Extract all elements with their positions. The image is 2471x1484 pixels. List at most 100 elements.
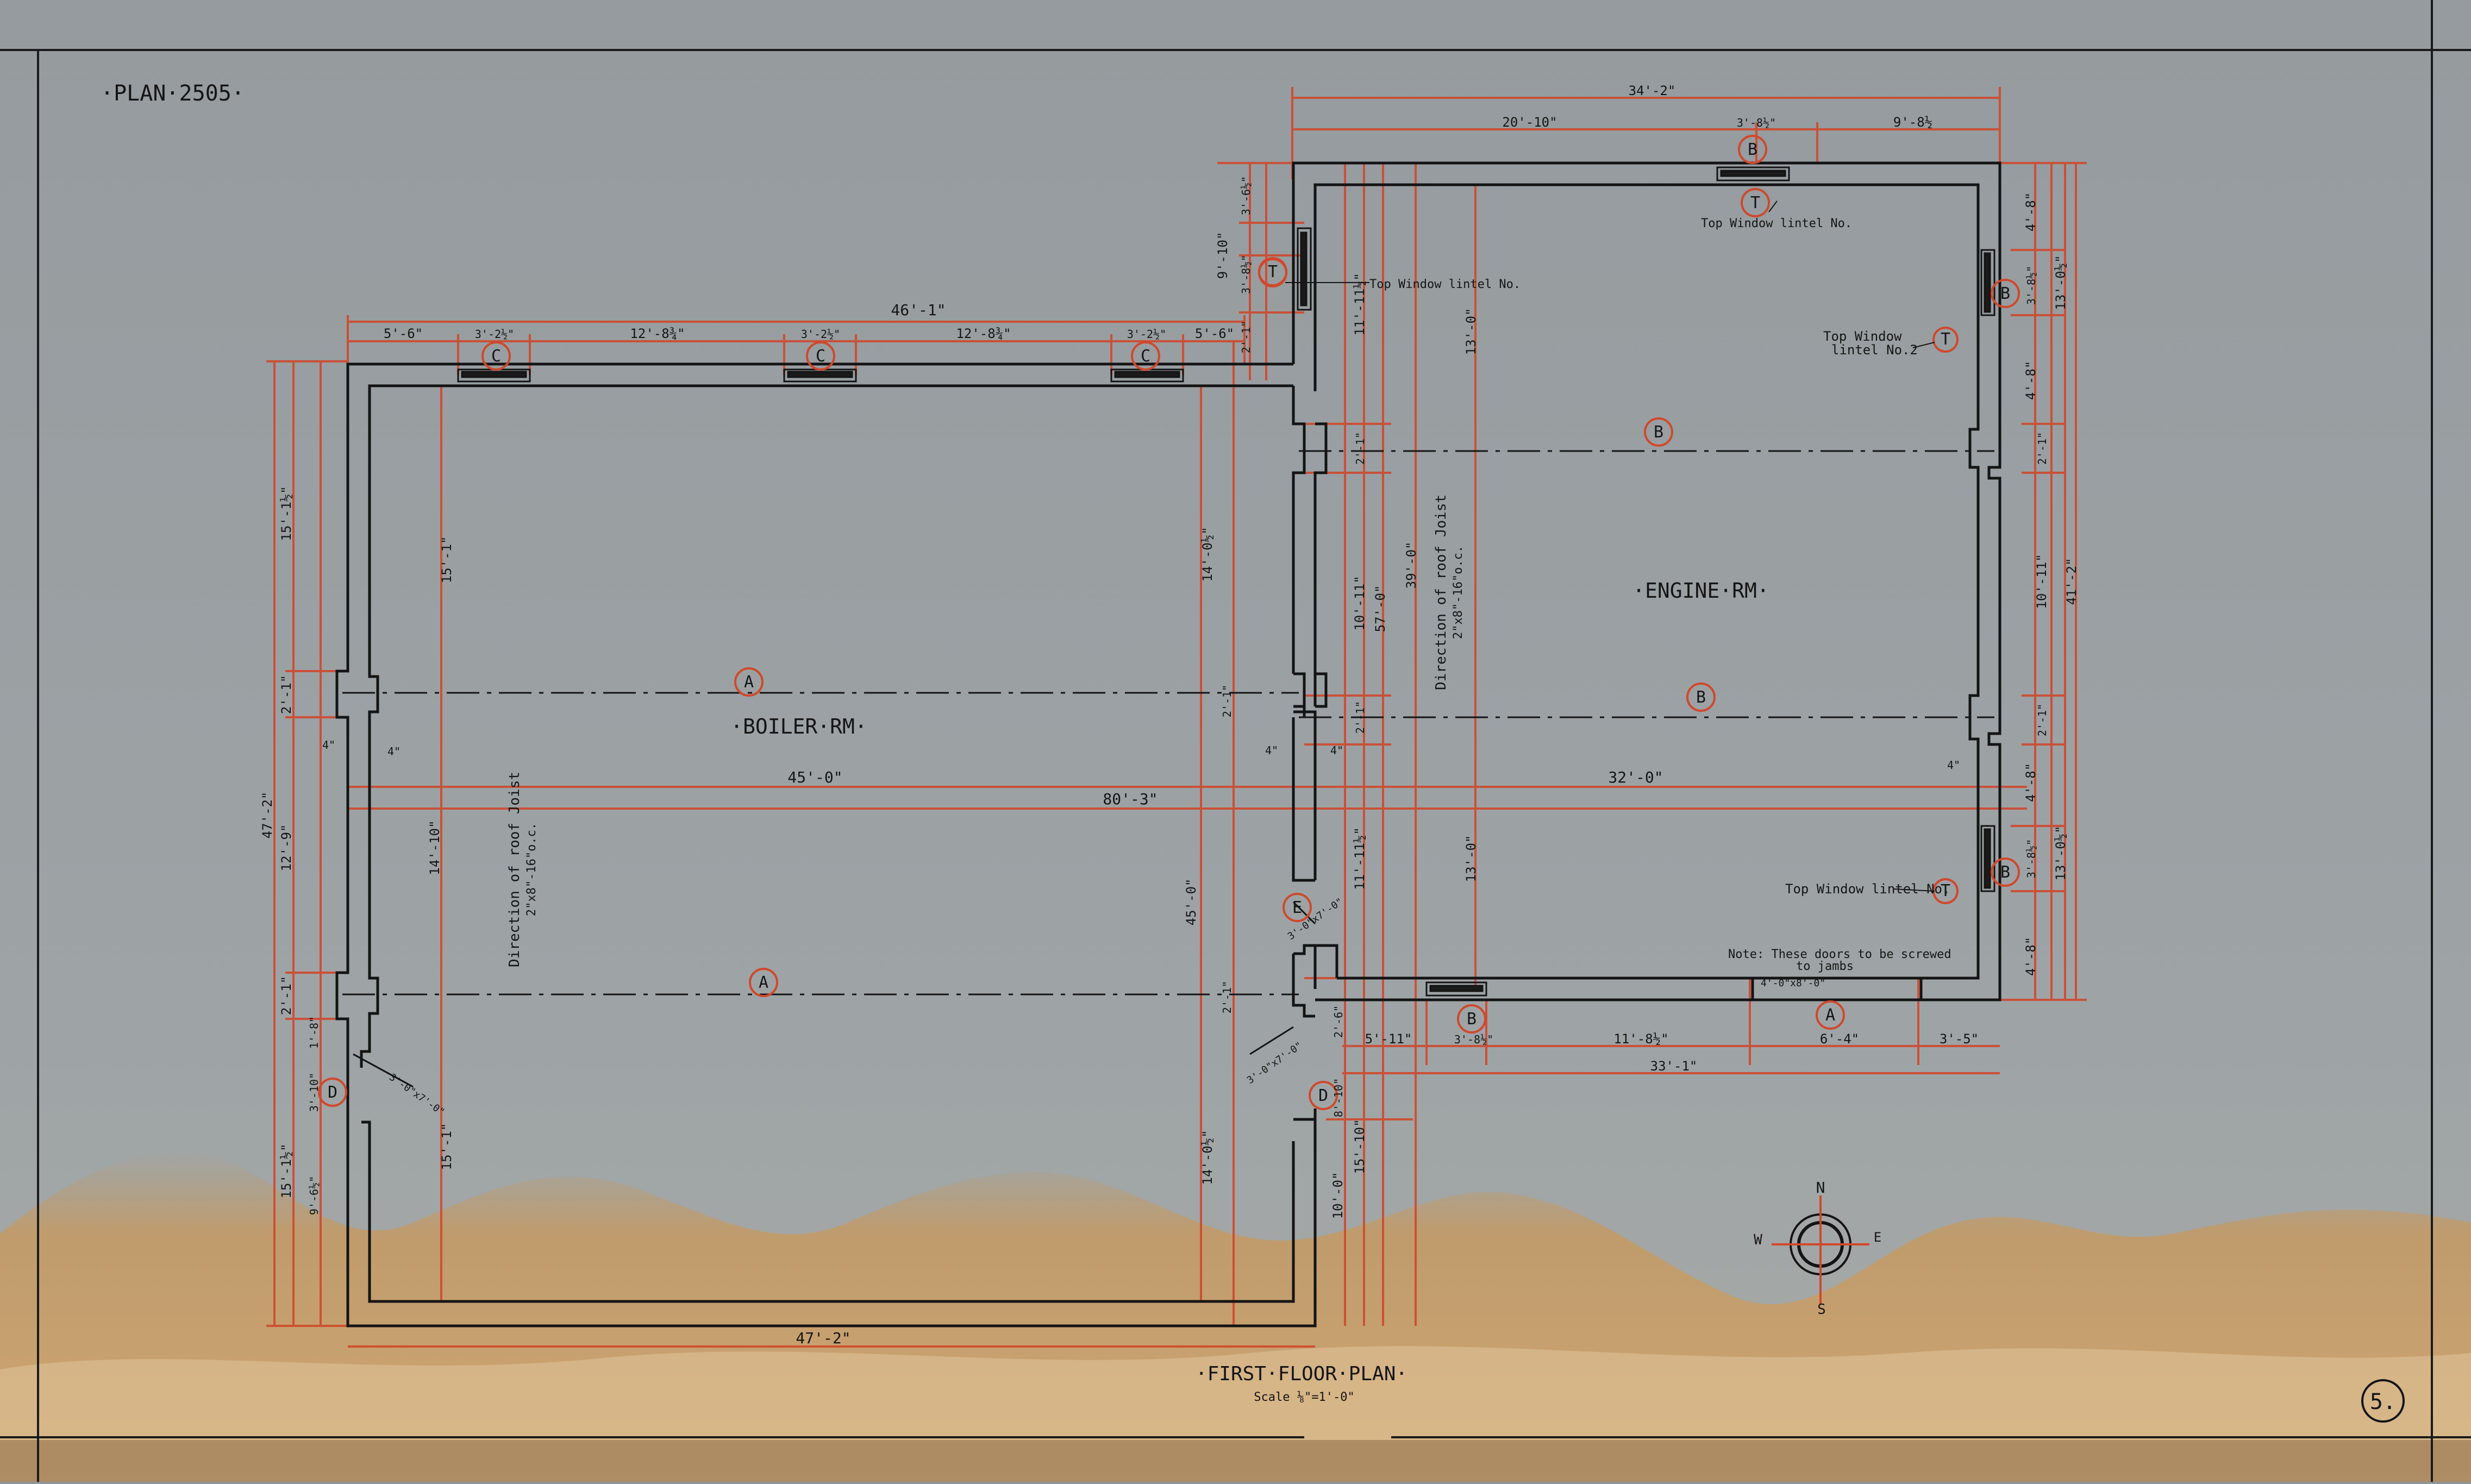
dim-right-boiler-2b: 2'-1" — [1221, 981, 1234, 1013]
lintel-top-note: Top Window lintel No. — [1701, 217, 1852, 230]
lintel-left-note: Top Window lintel No. — [1369, 278, 1521, 291]
lintel-right1-note: Top Window — [1823, 329, 1902, 344]
sheet-number-circle — [2361, 1379, 2405, 1423]
tag-a-boiler1: A — [744, 673, 754, 692]
dim-er5: 4'-8" — [2023, 763, 2038, 802]
west-label: W — [1754, 1232, 1762, 1248]
dim-er9: 13'-0½" — [2053, 825, 2068, 880]
dim-boiler-w2: 3'-2½" — [801, 328, 840, 341]
vertical-dimension-text: 47'-2" 15'-1½" 2'-1" 12'-9" 2'-1" 15'-1½… — [260, 176, 2079, 1219]
dim-left-2b: 2'-1" — [279, 976, 294, 1015]
tag-b-bottom: B — [1467, 1010, 1477, 1029]
dim-eng-v4: 11'-11½" — [1352, 827, 1367, 890]
plan-number: ·PLAN·2505· — [101, 81, 245, 106]
dim-er4: 10'-11" — [2034, 554, 2049, 609]
lintel-right2-note: Top Window lintel No. — [1785, 881, 1950, 897]
dim-left-upper: 15'-1½" — [279, 486, 294, 541]
dim-top-overall: 34'-2" — [1629, 83, 1676, 98]
dim-er2: 3'-8½" — [2025, 266, 2038, 305]
dim-right-boiler2: 45'-0" — [1184, 879, 1199, 926]
north-label: N — [1816, 1179, 1825, 1197]
dim-4c: 4" — [1265, 744, 1278, 757]
dim-right-boiler3: 14'-0½" — [1200, 1130, 1215, 1185]
dim-eng-left-2: 3'-8½" — [1240, 255, 1253, 294]
boiler-room-label: ·BOILER·RM· — [730, 715, 867, 738]
doors-note-line2: to jambs — [1796, 960, 1854, 973]
dim-boiler-s4: 5'-6" — [1195, 326, 1234, 341]
dim-eb3: 11'-8½" — [1613, 1031, 1668, 1047]
east-label: E — [1874, 1230, 1881, 1245]
dim-bottom-overall: 47'-2" — [796, 1329, 850, 1347]
dim-eng-v12: 2'-1" — [1354, 432, 1367, 465]
dim-eb1: 5'-11" — [1365, 1031, 1412, 1047]
north-arrow — [1772, 1195, 1869, 1304]
tag-a-engine: A — [1825, 1006, 1835, 1025]
dim-boiler-w3: 3'-2½" — [1127, 328, 1166, 341]
tag-e: E — [1292, 898, 1302, 917]
dim-left-small2: 9'-6½" — [308, 1176, 321, 1215]
engine-room-label: ·ENGINE·RM· — [1632, 579, 1769, 603]
dim-eng-left-4: 2'-1" — [1240, 321, 1253, 353]
dim-boiler-w1: 3'-2½" — [475, 328, 514, 341]
dim-eng-v2: 10'-11" — [1352, 575, 1367, 630]
leader-lines — [1285, 201, 1935, 892]
dim-eng-v1: 11'-11½" — [1352, 273, 1367, 336]
tag-c-2: C — [816, 347, 825, 366]
tag-c-1: C — [491, 347, 501, 366]
tag-b-engine2: B — [1696, 688, 1706, 707]
dim-4a: 4" — [322, 738, 335, 752]
sheet-number: 5. — [2370, 1389, 2396, 1414]
bottom-edge-tear — [0, 1440, 2471, 1482]
dim-4b: 4" — [387, 745, 401, 758]
dim-er10: 41'-2" — [2064, 558, 2079, 605]
dim-left-small: 3'-10" — [308, 1073, 321, 1112]
dim-eng-v5: 15'-10" — [1352, 1119, 1367, 1174]
boiler-room-outer-wall — [335, 362, 1317, 1328]
joist-engine: Direction of roof Joist — [1433, 494, 1449, 690]
south-label: S — [1817, 1301, 1826, 1318]
dim-eng-v10: 8'-10" — [1332, 1078, 1345, 1117]
dim-left-small3: 1'-8" — [308, 1016, 321, 1049]
tag-t-top: T — [1750, 193, 1760, 212]
dim-er1: 4'-8" — [2023, 192, 2038, 231]
dim-eng-v8: 13'-0" — [1463, 308, 1479, 355]
dim-left-lower: 15'-1½" — [279, 1143, 294, 1198]
tag-b-right1: B — [2000, 284, 2010, 303]
walls — [335, 161, 2001, 1328]
dim-eng-v13: 2'-1" — [1354, 701, 1367, 734]
dim-top-window: 3'-8½" — [1737, 116, 1776, 129]
dim-er3: 4'-8" — [2023, 361, 2038, 400]
joist-boiler: Direction of roof Joist — [506, 772, 523, 967]
dim-inner-engine: 32'-0" — [1608, 768, 1663, 786]
dim-er12: 2'-1" — [2036, 704, 2049, 736]
dim-top-right: 9'-8½ — [1893, 115, 1932, 130]
dim-boiler-s1: 5'-6" — [384, 326, 423, 341]
dim-boiler-s3: 12'-8¾" — [956, 326, 1011, 341]
tag-d-left: D — [328, 1083, 337, 1102]
tag-t-right2: T — [1941, 881, 1950, 900]
dim-eng-v7: 39'-0" — [1404, 542, 1419, 589]
dim-inner-v2: 14'-10" — [427, 820, 442, 875]
dim-overall-length: 80'-3" — [1103, 790, 1158, 808]
dim-er8: 13'-0½" — [2053, 255, 2068, 310]
dim-eng-v11: 2'-6" — [1332, 1005, 1345, 1038]
dim-eng-v9: 13'-0" — [1463, 835, 1479, 882]
dim-eng-v3: 57'-0" — [1373, 585, 1388, 633]
dim-left-2a: 2'-1" — [279, 675, 294, 714]
door-swings — [353, 901, 1316, 1088]
dim-eb4: 6'-4" — [1820, 1031, 1859, 1047]
dim-left-overall: 47'-2" — [260, 792, 275, 839]
dim-4e: 4" — [1947, 759, 1960, 772]
dim-er7: 4'-8" — [2023, 937, 2038, 976]
boiler-room-inner-wall — [360, 384, 1293, 1068]
joist-engine-size: 2"x8"-16"o.c. — [1452, 546, 1465, 639]
engine-room-inner-wall — [1313, 183, 1980, 980]
dim-er11: 2'-1" — [2036, 432, 2049, 465]
tag-circles — [318, 135, 2020, 1110]
tag-t-left: T — [1268, 262, 1278, 281]
tag-b-top: B — [1748, 140, 1757, 159]
dim-eng-left-3: 3'-6½" — [1240, 176, 1253, 215]
dim-inner-boiler: 45'-0" — [787, 768, 842, 786]
